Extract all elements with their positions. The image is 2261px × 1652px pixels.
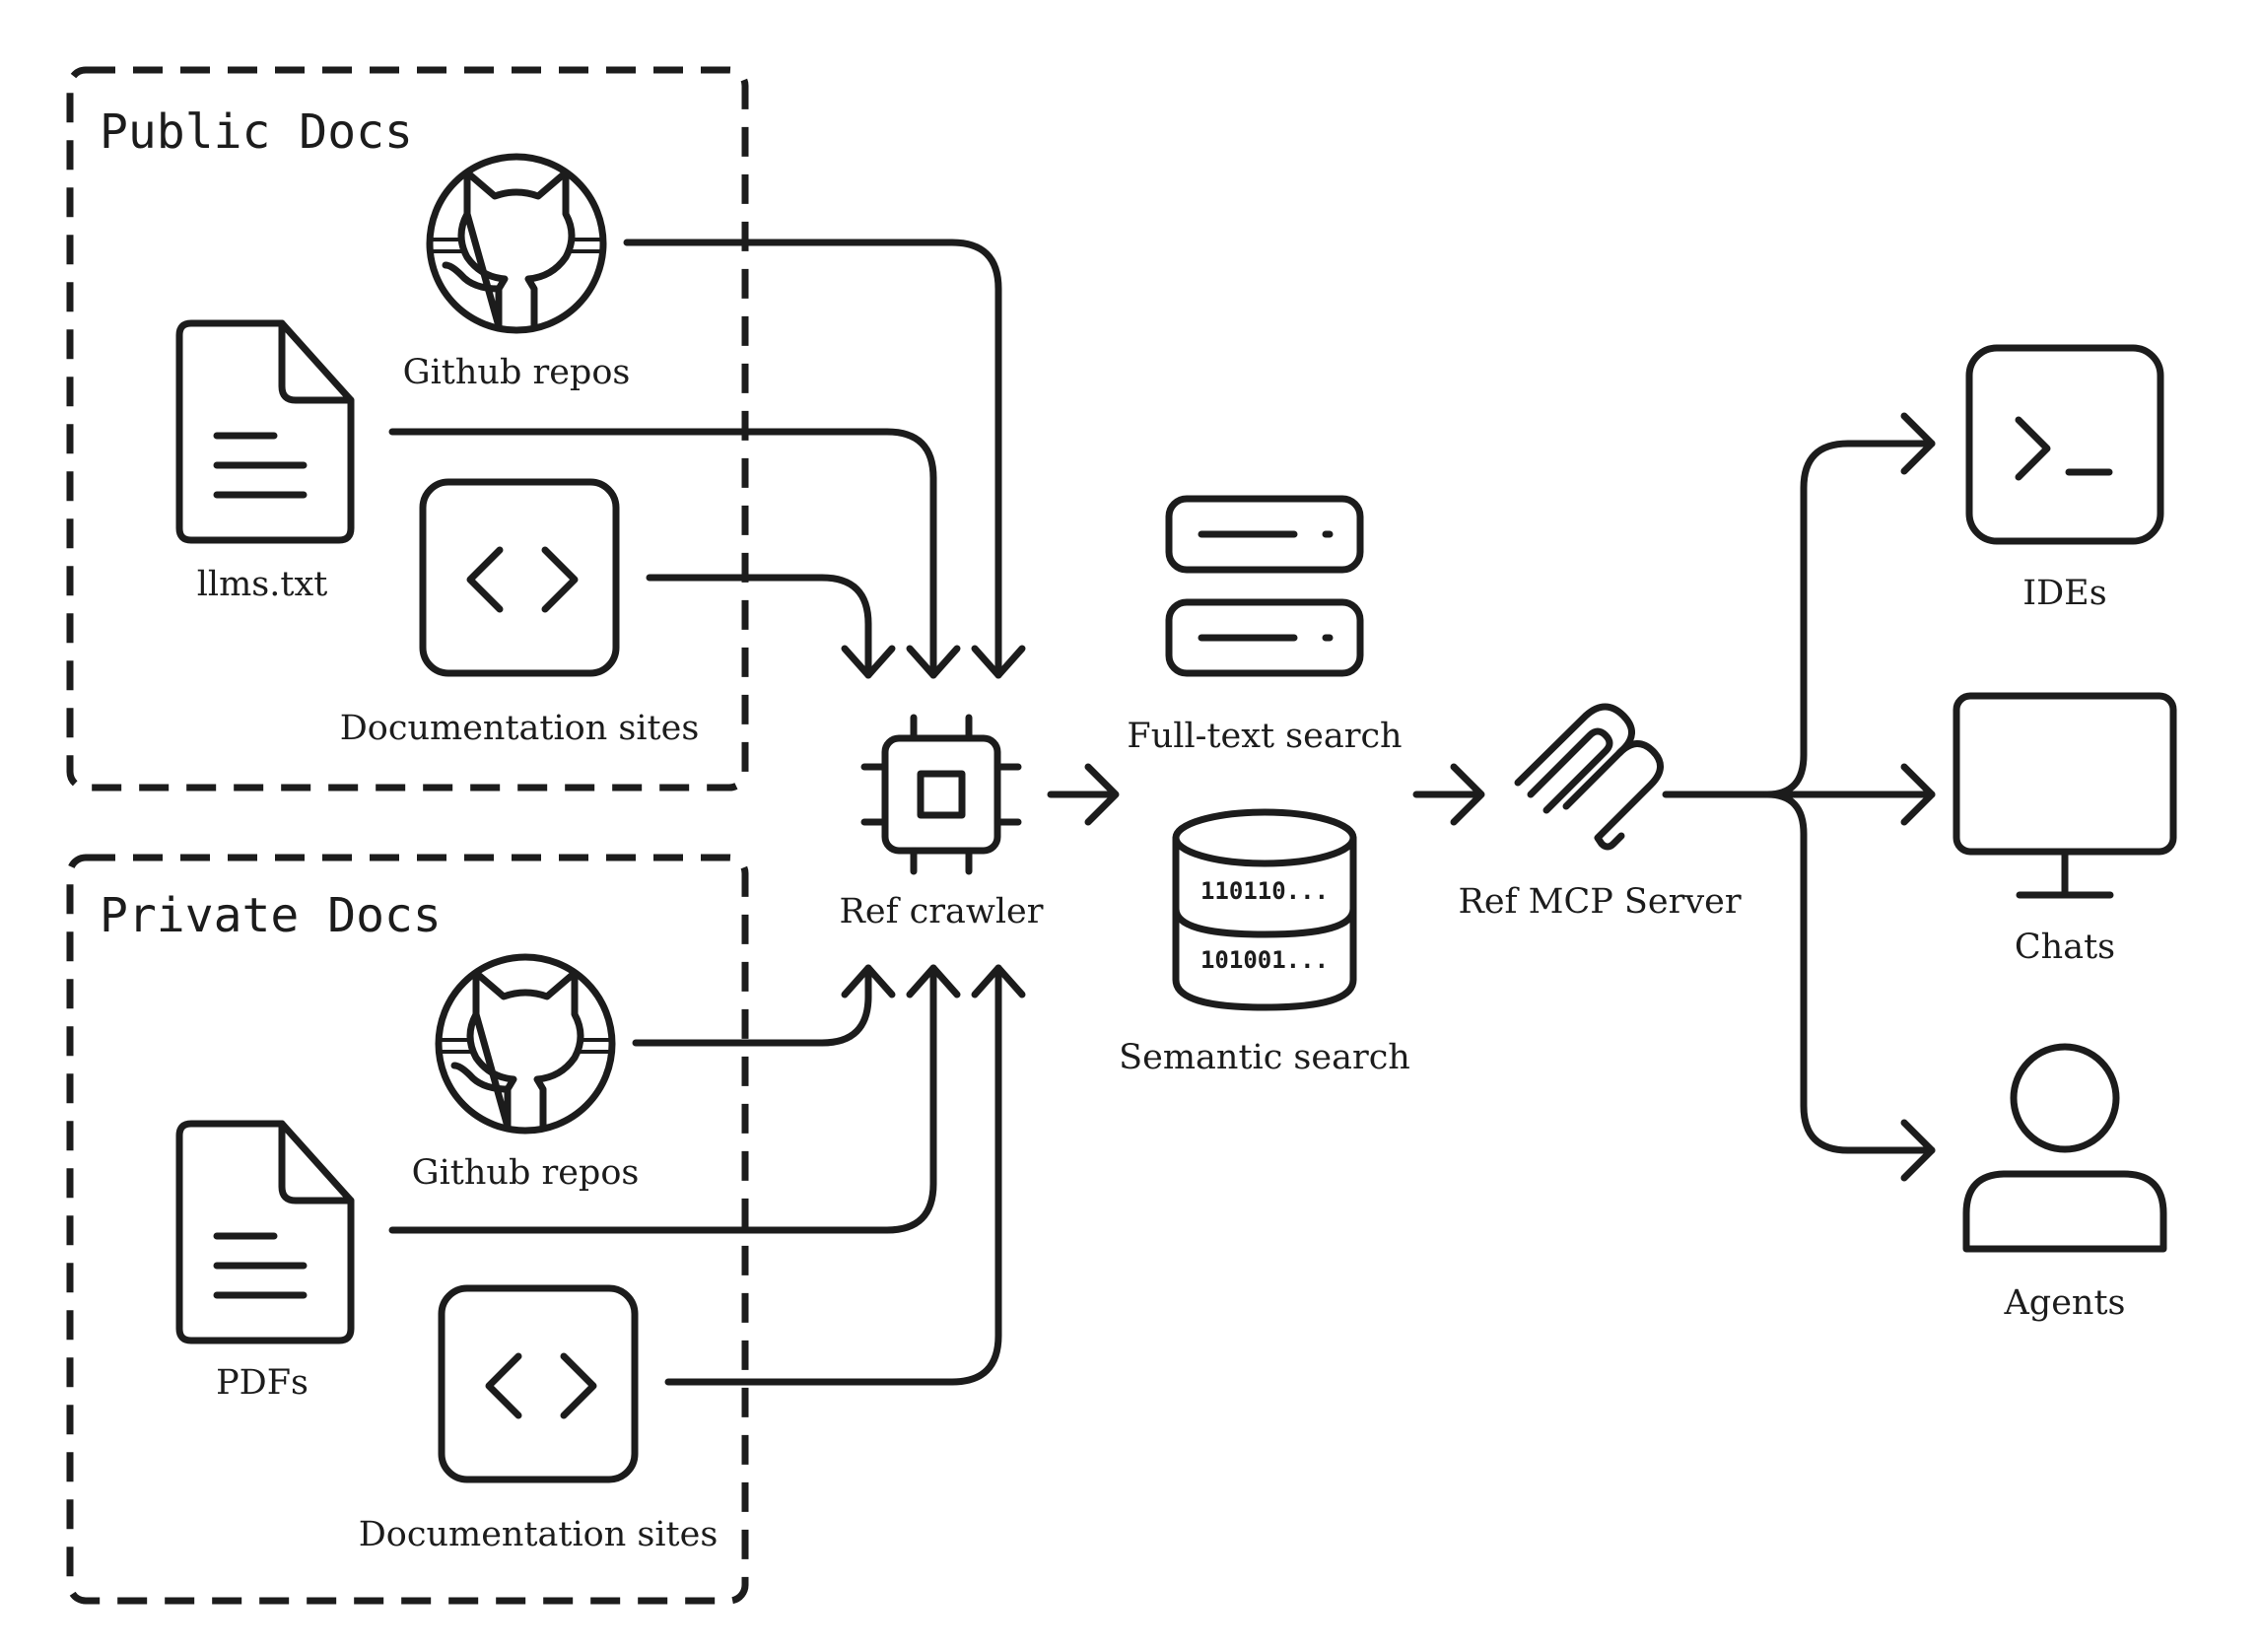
agents-label: Agents bbox=[2004, 1283, 2126, 1323]
connector-private-pdfs bbox=[388, 964, 937, 1234]
mcp-label: Ref MCP Server bbox=[1458, 882, 1741, 922]
connector-public-llms bbox=[388, 428, 937, 679]
private-docs-node[interactable]: Documentation sites bbox=[359, 1284, 719, 1554]
private-pdfs-label: PDFs bbox=[216, 1363, 308, 1403]
github-icon bbox=[435, 953, 616, 1135]
ides-label: IDEs bbox=[2022, 574, 2106, 613]
public-github-label: Github repos bbox=[403, 353, 631, 392]
document-icon bbox=[175, 319, 355, 544]
arrowhead-up-3 bbox=[971, 964, 1026, 998]
fulltext-label: Full-text search bbox=[1127, 717, 1402, 756]
document-icon bbox=[175, 1120, 355, 1344]
arrowhead-down-3 bbox=[971, 645, 1026, 679]
arrowhead-down-1 bbox=[841, 645, 896, 679]
monitor-icon bbox=[1953, 692, 2177, 899]
public-connectors bbox=[388, 239, 1026, 679]
crawler-label: Ref crawler bbox=[840, 892, 1044, 931]
crawler-to-search-arrow bbox=[1047, 763, 1120, 826]
semantic-bits-bottom: 101001... bbox=[1200, 946, 1329, 974]
arrowhead-down-2 bbox=[906, 645, 961, 679]
search-to-mcp-arrow bbox=[1412, 763, 1485, 826]
private-github-label: Github repos bbox=[412, 1153, 640, 1193]
ides-node[interactable]: IDEs bbox=[1965, 344, 2164, 613]
chats-label: Chats bbox=[2015, 928, 2115, 967]
arrowhead-ides bbox=[1900, 412, 1936, 475]
public-docs-label: Documentation sites bbox=[340, 709, 700, 748]
mcp-to-consumers-connectors bbox=[1662, 412, 1936, 1182]
arrowhead-up-1 bbox=[841, 964, 896, 998]
mcp-icon bbox=[1514, 703, 1664, 851]
chats-node[interactable]: Chats bbox=[1953, 692, 2177, 967]
chip-icon bbox=[860, 714, 1022, 875]
arrowhead-chats bbox=[1900, 763, 1936, 826]
server-icon bbox=[1165, 495, 1364, 677]
code-icon bbox=[419, 478, 620, 677]
private-docs-group: Private Docs bbox=[66, 854, 749, 1605]
public-llms-node[interactable]: llms.txt bbox=[175, 319, 355, 604]
private-docs-label: Documentation sites bbox=[359, 1515, 719, 1554]
fulltext-node[interactable]: Full-text search bbox=[1127, 495, 1403, 756]
public-docs-node[interactable]: Documentation sites bbox=[340, 478, 700, 748]
public-docs-title: Public Docs bbox=[100, 104, 413, 160]
semantic-label: Semantic search bbox=[1119, 1038, 1410, 1077]
connector-to-ides bbox=[1763, 440, 1936, 798]
connector-to-agents bbox=[1763, 791, 1936, 1154]
connector-public-docs bbox=[646, 574, 872, 679]
private-docs-title: Private Docs bbox=[100, 888, 442, 943]
github-icon bbox=[426, 153, 607, 334]
database-icon: 110110... 101001... bbox=[1172, 808, 1357, 1011]
private-connectors bbox=[388, 964, 1026, 1386]
crawler-node[interactable]: Ref crawler bbox=[840, 714, 1044, 931]
connector-private-docs bbox=[664, 964, 1002, 1386]
semantic-node[interactable]: 110110... 101001... Semantic search bbox=[1119, 808, 1410, 1077]
mcp-node[interactable]: Ref MCP Server bbox=[1458, 703, 1742, 922]
private-pdfs-node[interactable]: PDFs bbox=[175, 1120, 355, 1403]
terminal-icon bbox=[1965, 344, 2164, 545]
connector-private-github bbox=[632, 964, 872, 1047]
agents-node[interactable]: Agents bbox=[1962, 1043, 2167, 1323]
arrowhead-up-2 bbox=[906, 964, 961, 998]
semantic-bits-top: 110110... bbox=[1200, 877, 1329, 905]
person-icon bbox=[1962, 1043, 2167, 1253]
private-github-node[interactable]: Github repos bbox=[412, 953, 640, 1193]
connector-public-github bbox=[623, 239, 1002, 679]
public-llms-label: llms.txt bbox=[197, 565, 328, 604]
public-github-node[interactable]: Github repos bbox=[403, 153, 631, 392]
arrowhead-agents bbox=[1900, 1119, 1936, 1182]
code-icon bbox=[438, 1284, 639, 1483]
private-docs-border bbox=[66, 854, 749, 1605]
